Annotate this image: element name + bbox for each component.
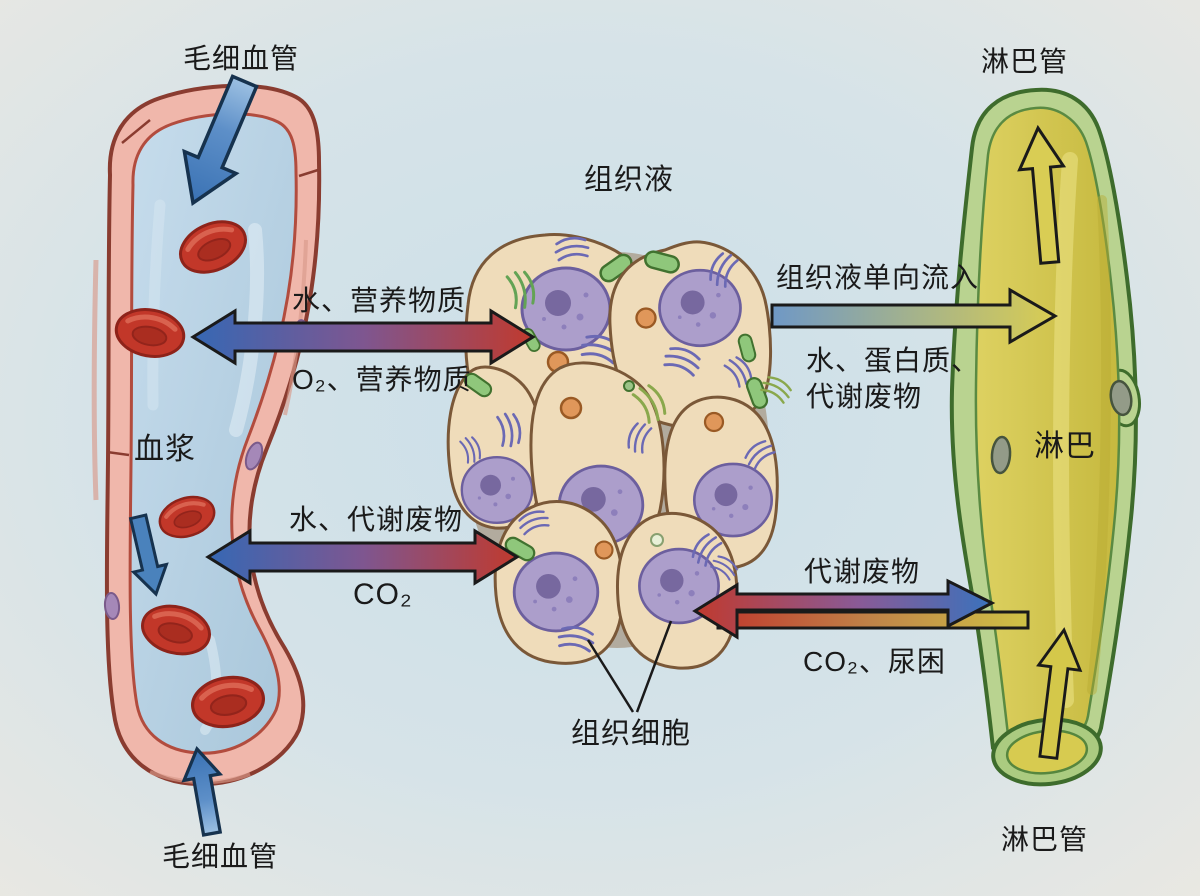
vesicle bbox=[703, 411, 725, 433]
water-protein-label: 水、蛋白质、 bbox=[806, 345, 980, 376]
water-protein-label-2: 代谢废物 bbox=[806, 381, 922, 412]
lymph-vessel-top-label: 淋巴管 bbox=[981, 46, 1068, 77]
tissue-cell bbox=[493, 500, 625, 665]
vesicle bbox=[559, 396, 583, 420]
cell-nucleus bbox=[512, 551, 600, 633]
metabolic-waste-label: 代谢废物 bbox=[804, 556, 920, 587]
water-waste-label: 水、代谢废物 bbox=[289, 504, 463, 535]
tissue-cell-cluster bbox=[446, 233, 795, 670]
cell-nucleus bbox=[658, 268, 742, 348]
o2-nutrients-label: O₂、营养物质 bbox=[292, 364, 472, 395]
lymph-sheen bbox=[1053, 152, 1112, 708]
arrow-waste-into-lymph-bar bbox=[716, 610, 1030, 630]
co2-urea-label: CO₂、尿困 bbox=[803, 646, 946, 677]
co2-label: CO₂ bbox=[353, 578, 413, 611]
lymph-wall-nuclei bbox=[990, 379, 1133, 475]
tissue-cells-pointer-lines bbox=[586, 620, 673, 713]
arrow-waste-cells-lymph-double bbox=[692, 578, 996, 640]
capillary-bottom-label: 毛细血管 bbox=[162, 841, 278, 872]
one-way-flow-label: 组织液单向流入 bbox=[776, 262, 979, 293]
plasma-label: 血浆 bbox=[134, 433, 196, 466]
lymph-vessel bbox=[949, 87, 1141, 787]
vesicle bbox=[594, 540, 614, 560]
tissue-cells-label: 组织细胞 bbox=[571, 717, 691, 750]
vesicle bbox=[635, 307, 657, 329]
capillary-junction-lines bbox=[106, 119, 319, 457]
arrow-tissue-fluid-into-lymph bbox=[770, 287, 1058, 345]
exchange-arrow-capillary-cells-upper bbox=[190, 308, 536, 366]
small-organelle bbox=[623, 380, 635, 392]
tissue-cell bbox=[615, 511, 744, 670]
tissue-fluid-label: 组织液 bbox=[584, 163, 674, 196]
exchange-arrow-capillary-cells-lower bbox=[205, 528, 520, 586]
capillary-top-label: 毛细血管 bbox=[183, 43, 299, 74]
water-nutrients-label: 水、营养物质 bbox=[292, 285, 466, 316]
small-organelle bbox=[650, 533, 664, 547]
lymph-label: 淋巴 bbox=[1034, 430, 1096, 463]
lymph-vessel-bottom-label: 淋巴管 bbox=[1001, 824, 1088, 855]
